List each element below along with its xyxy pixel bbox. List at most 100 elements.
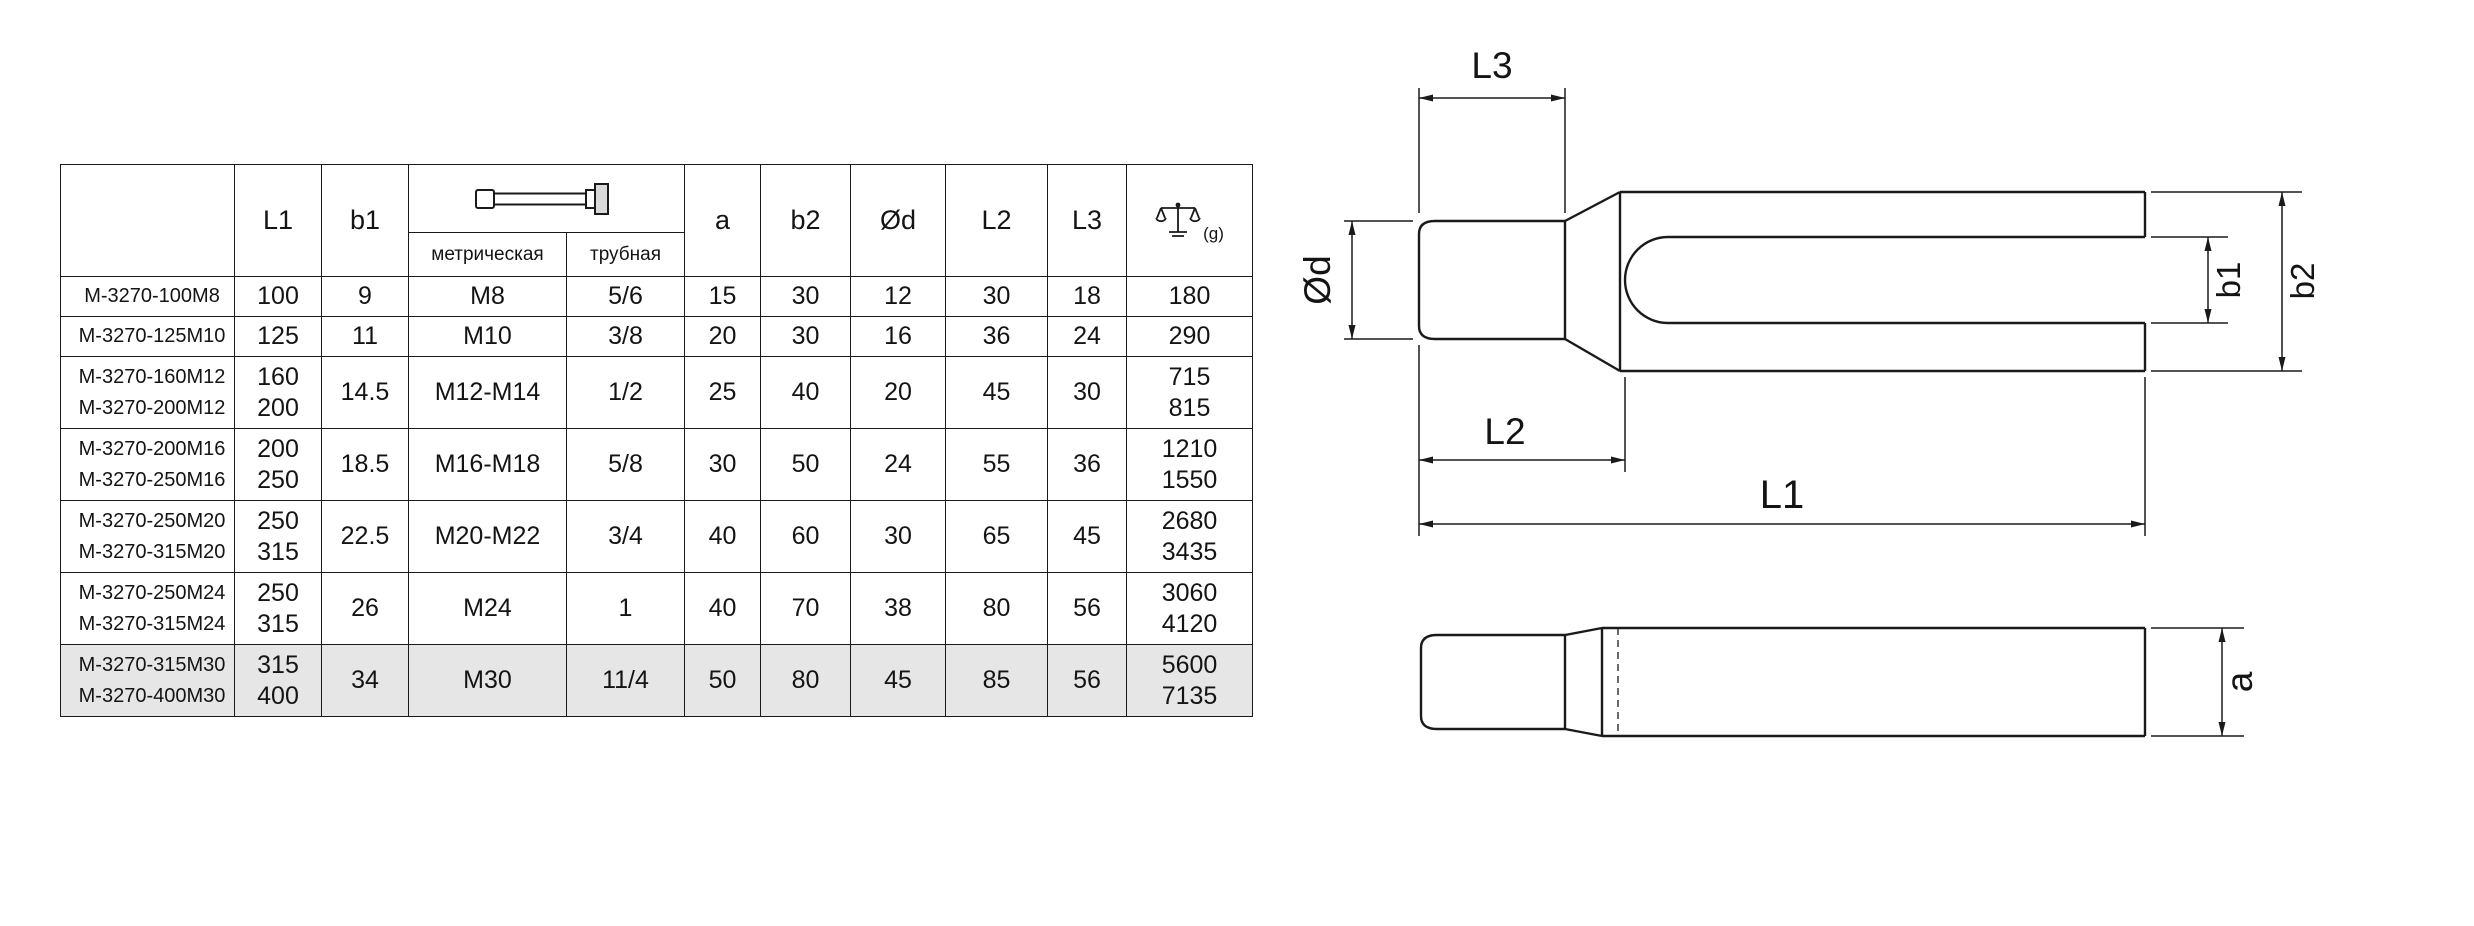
cell-l3: 56 bbox=[1047, 572, 1127, 645]
label-l2: L2 bbox=[1484, 411, 1525, 452]
side-view-outline bbox=[1419, 626, 2147, 738]
header-thread-pipe: трубная bbox=[566, 232, 685, 277]
cell-a: 20 bbox=[684, 316, 761, 357]
cell-metric: M12-M14 bbox=[408, 356, 567, 429]
label-l1: L1 bbox=[1760, 473, 1805, 517]
cell-l2: 55 bbox=[945, 428, 1048, 501]
cell-b1: 18.5 bbox=[321, 428, 409, 501]
cell-od: 16 bbox=[850, 316, 946, 357]
cell-l2: 45 bbox=[945, 356, 1048, 429]
cell-l2: 65 bbox=[945, 500, 1048, 573]
label-b1: b1 bbox=[2210, 262, 2247, 299]
cell-model: M-3270-125M10 bbox=[60, 316, 235, 357]
header-b2: b2 bbox=[760, 164, 851, 277]
front-view-outline bbox=[1417, 190, 2147, 373]
cell-b2: 30 bbox=[760, 276, 851, 317]
table-row: M-3270-125M10 125 11 M10 3/8 20 30 16 36… bbox=[60, 316, 1253, 357]
cell-b2: 70 bbox=[760, 572, 851, 645]
cell-a: 25 bbox=[684, 356, 761, 429]
cell-a: 40 bbox=[684, 572, 761, 645]
label-l3: L3 bbox=[1471, 45, 1512, 86]
cell-l3: 18 bbox=[1047, 276, 1127, 317]
dim-b1 bbox=[2151, 236, 2228, 324]
cell-pipe: 11/4 bbox=[566, 644, 685, 717]
cell-b2: 30 bbox=[760, 316, 851, 357]
cell-l3: 30 bbox=[1047, 356, 1127, 429]
header-l2: L2 bbox=[945, 164, 1048, 277]
cell-b2: 50 bbox=[760, 428, 851, 501]
bolt-icon bbox=[474, 182, 609, 215]
cell-pipe: 1 bbox=[566, 572, 685, 645]
cell-a: 30 bbox=[684, 428, 761, 501]
dim-a bbox=[2151, 627, 2244, 737]
cell-b1: 22.5 bbox=[321, 500, 409, 573]
header-row: L1 b1 a b2 Ød L2 L3 bbox=[60, 164, 1253, 277]
cell-od: 30 bbox=[850, 500, 946, 573]
cell-pipe: 1/2 bbox=[566, 356, 685, 429]
cell-l1: 125 bbox=[234, 316, 322, 357]
cell-b1: 14.5 bbox=[321, 356, 409, 429]
cell-b1: 34 bbox=[321, 644, 409, 717]
dim-b2 bbox=[2151, 191, 2302, 372]
cell-l1: 100 bbox=[234, 276, 322, 317]
thread-subheader-row: метрическая трубная bbox=[61, 232, 1253, 277]
cell-l3: 45 bbox=[1047, 500, 1127, 573]
header-model bbox=[60, 164, 235, 277]
cell-od: 12 bbox=[850, 276, 946, 317]
dim-l1 bbox=[1418, 345, 2146, 536]
cell-metric: M16-M18 bbox=[408, 428, 567, 501]
cell-metric: M10 bbox=[408, 316, 567, 357]
cell-od: 20 bbox=[850, 356, 946, 429]
cell-b1: 9 bbox=[321, 276, 409, 317]
cell-metric: M30 bbox=[408, 644, 567, 717]
label-od: Ød bbox=[1300, 255, 1338, 304]
cell-l3: 56 bbox=[1047, 644, 1127, 717]
cell-model: M-3270-100M8 bbox=[60, 276, 235, 317]
cell-pipe: 3/4 bbox=[566, 500, 685, 573]
header-od: Ød bbox=[850, 164, 946, 277]
header-l1: L1 bbox=[234, 164, 322, 277]
weight-unit-label: (g) bbox=[1203, 223, 1224, 243]
cell-metric: M20-M22 bbox=[408, 500, 567, 573]
header-a: a bbox=[684, 164, 761, 277]
scale-icon bbox=[1155, 202, 1201, 237]
cell-l3: 24 bbox=[1047, 316, 1127, 357]
dim-l3 bbox=[1418, 88, 1566, 213]
cell-od: 45 bbox=[850, 644, 946, 717]
cell-l2: 80 bbox=[945, 572, 1048, 645]
cell-b1: 26 bbox=[321, 572, 409, 645]
cell-b2: 80 bbox=[760, 644, 851, 717]
cell-weight: 290 bbox=[1126, 316, 1253, 357]
cell-l3: 36 bbox=[1047, 428, 1127, 501]
label-b2: b2 bbox=[2284, 263, 2321, 300]
dim-od bbox=[1344, 220, 1413, 340]
cell-b2: 40 bbox=[760, 356, 851, 429]
cell-pipe: 5/6 bbox=[566, 276, 685, 317]
header-l3: L3 bbox=[1047, 164, 1127, 277]
header-b1: b1 bbox=[321, 164, 409, 277]
cell-a: 15 bbox=[684, 276, 761, 317]
table-row: M-3270-100M8 100 9 M8 5/6 15 30 12 30 18… bbox=[60, 276, 1253, 317]
cell-od: 24 bbox=[850, 428, 946, 501]
cell-a: 40 bbox=[684, 500, 761, 573]
